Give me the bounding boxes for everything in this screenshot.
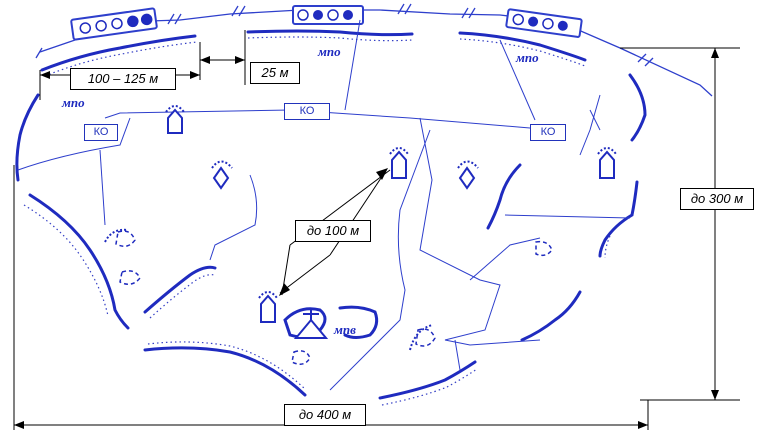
label-mpo-3: мпо	[516, 50, 539, 65]
dimension-lines	[13, 30, 740, 430]
label-mpv: мпв	[334, 322, 356, 337]
obstacle-block-right	[505, 8, 583, 38]
ko-box-3: КО	[530, 124, 566, 141]
post-icon-1	[165, 105, 185, 134]
ko-box-1: КО	[84, 124, 118, 141]
obstacle-block-left	[70, 7, 158, 41]
trench-dots	[23, 36, 613, 406]
front-line-ticks	[35, 3, 654, 67]
post-icon-4	[258, 291, 278, 323]
dimension-400: до 400 м	[284, 404, 366, 426]
obstacle-block-center	[292, 5, 364, 25]
dimension-300: до 300 м	[680, 188, 754, 210]
dimension-100-125: 100 – 125 м	[70, 68, 176, 90]
reserve-positions	[115, 230, 553, 365]
ko-box-2: КО	[284, 103, 330, 120]
dimension-arrows	[14, 48, 719, 429]
trenches	[15, 29, 647, 400]
label-mpo-2: мпо	[318, 44, 341, 59]
dimension-25: 25 м	[250, 62, 300, 84]
dimension-100: до 100 м	[295, 220, 371, 242]
command-post-icon	[293, 310, 329, 339]
label-mpo-1: мпо	[62, 95, 85, 110]
post-icon-diamond-2	[457, 160, 479, 190]
post-icons	[165, 105, 617, 339]
post-icon-2	[389, 147, 409, 179]
post-icon-3	[597, 147, 617, 179]
post-icon-diamond-1	[211, 160, 233, 190]
reserve-arcs	[104, 228, 433, 351]
